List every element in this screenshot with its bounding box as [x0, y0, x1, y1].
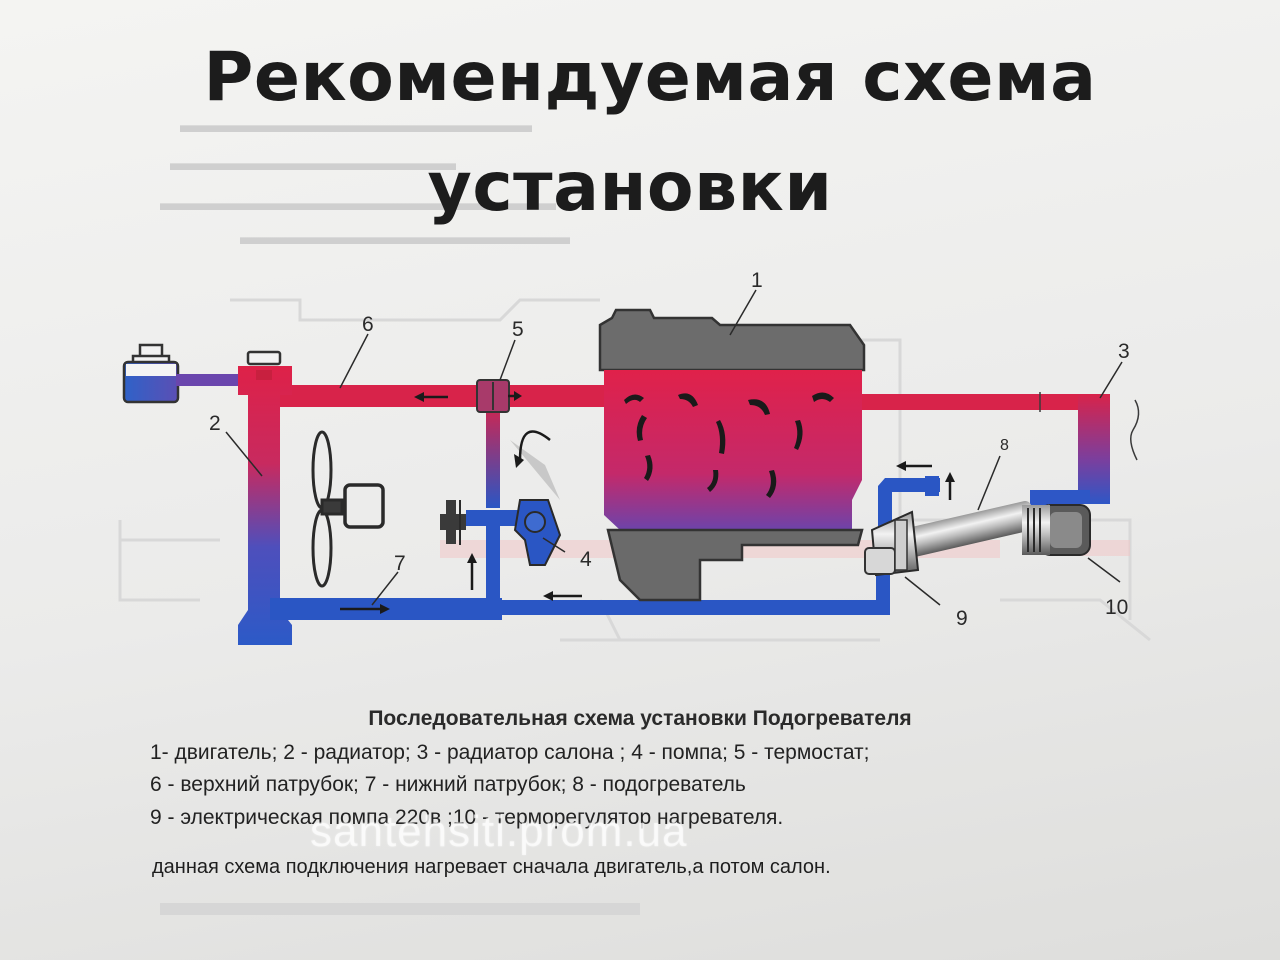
- thermostat-bypass-pipe: [486, 400, 500, 508]
- label-4: 4: [580, 548, 592, 571]
- page-title-line-2: установки: [427, 148, 833, 227]
- legend-line-3: 9 - электрическая помпа 220в ;10 - термо…: [150, 806, 784, 829]
- legend-line-2: 6 - верхний патрубок; 7 - нижний патрубо…: [150, 773, 746, 796]
- radiator-fan-icon: [311, 430, 385, 588]
- label-9: 9: [956, 607, 968, 630]
- brace-mark: [1130, 399, 1140, 461]
- heater-8: [864, 500, 1091, 577]
- label-2: 2: [209, 412, 221, 435]
- label-7: 7: [394, 552, 406, 575]
- label-8: 8: [1000, 437, 1009, 454]
- flow-arrows: [340, 391, 955, 614]
- label-6: 6: [362, 313, 374, 336]
- return-line: [486, 600, 886, 615]
- label-10: 10: [1105, 596, 1128, 619]
- diagram-caption: Последовательная схема установки Подогре…: [368, 707, 912, 730]
- cabin-heater-3: [1078, 394, 1110, 504]
- engine-1: [598, 308, 866, 602]
- label-5: 5: [512, 318, 524, 341]
- hose-to-cabin-heater: [850, 394, 1095, 410]
- expansion-tank: [122, 343, 256, 404]
- label-1: 1: [751, 269, 763, 292]
- radiator-2: [238, 350, 292, 645]
- watermark: santehsiti.prom.ua: [310, 807, 688, 856]
- water-pump-4: [440, 440, 562, 600]
- label-3: 3: [1118, 340, 1130, 363]
- legend-line-1: 1- двигатель; 2 - радиатор; 3 - радиатор…: [150, 741, 870, 764]
- page-title-line-1: Рекомендуемая схема: [203, 38, 1097, 117]
- installation-note: данная схема подключения нагревает снача…: [152, 856, 831, 878]
- leader-lines: [225, 289, 1123, 606]
